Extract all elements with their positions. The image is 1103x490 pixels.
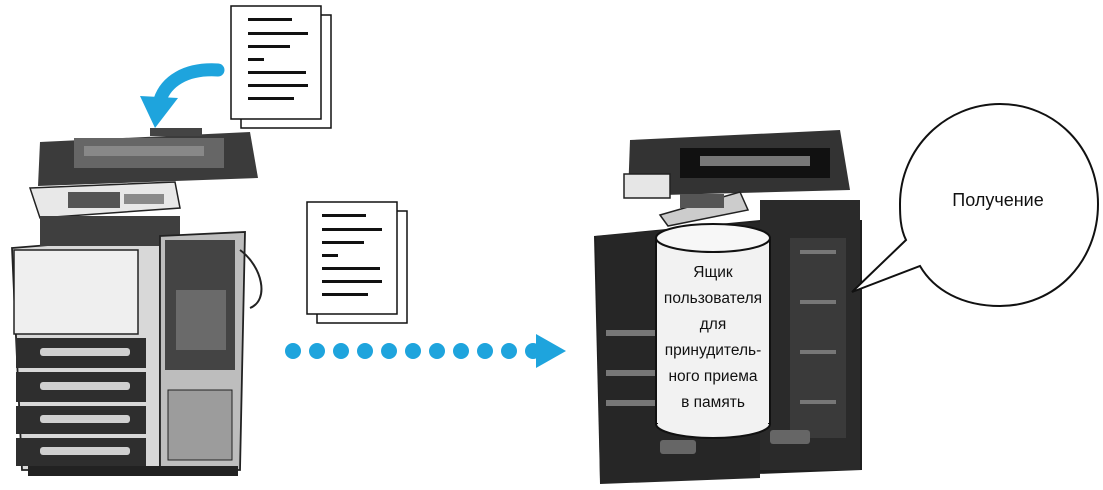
mailbox-label-line: для bbox=[699, 316, 727, 333]
receiving-mfp-icon bbox=[594, 130, 862, 484]
mailbox-label-line: в память bbox=[681, 394, 745, 411]
transfer-dots-arrow-icon bbox=[285, 334, 566, 368]
mailbox-label-line: Ящик bbox=[693, 264, 733, 281]
document-stack-icon bbox=[230, 5, 332, 129]
mailbox-cylinder bbox=[655, 223, 771, 439]
document-stack-icon bbox=[306, 201, 408, 324]
mailbox-label-line: принудитель- bbox=[664, 342, 762, 359]
mailbox-label-line: пользователя bbox=[663, 290, 763, 307]
receive-label: Получение bbox=[952, 190, 1044, 210]
mailbox-label: Ящик пользователя для принудитель- ного … bbox=[652, 260, 774, 416]
mailbox-label-line: ного приема bbox=[668, 368, 758, 385]
feed-arrow-icon bbox=[140, 63, 225, 128]
speech-bubble-icon bbox=[851, 102, 1100, 308]
sending-mfp-icon bbox=[11, 128, 263, 476]
